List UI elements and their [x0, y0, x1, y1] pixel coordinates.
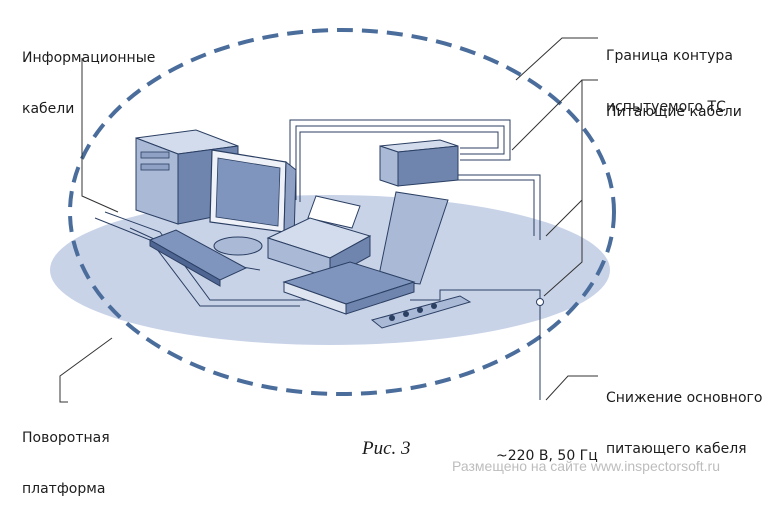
- label-voltage: ~220 В, 50 Гц: [496, 414, 598, 482]
- scanner-icon: [282, 191, 449, 315]
- label-line: Питающие кабели: [606, 104, 742, 120]
- label-line: питающего кабеля: [606, 441, 747, 457]
- label-turntable: Поворотная платформа: [22, 396, 110, 515]
- label-line: Поворотная: [22, 430, 110, 446]
- label-line: платформа: [22, 481, 106, 497]
- figure-caption: Рис. 3: [362, 438, 411, 459]
- peripheral-box-icon: [379, 139, 459, 187]
- label-info-cables: Информационные кабели: [22, 16, 155, 135]
- label-line: ~220 В, 50 Гц: [496, 448, 598, 464]
- label-line: Информационные: [22, 50, 156, 66]
- power-strip-icon: [370, 295, 472, 329]
- label-line: кабели: [22, 101, 75, 117]
- test-setup-diagram: [50, 28, 616, 403]
- label-power-cables: Питающие кабели: [606, 70, 742, 138]
- label-boundary: Граница контура испытуемого ТС: [606, 14, 733, 133]
- test-boundary-dashed-ellipse: [68, 28, 616, 396]
- label-line: Граница контура: [606, 48, 733, 64]
- monitor-icon: [209, 149, 297, 256]
- leader-lines: [59, 37, 598, 403]
- keyboard-icon: [148, 229, 248, 287]
- label-line: Снижение основного: [606, 390, 763, 406]
- watermark: Размещено на сайте www.inspectorsoft.ru: [452, 458, 720, 474]
- connection-node: [536, 298, 544, 306]
- label-main-cable-drop: Снижение основного питающего кабеля: [606, 356, 762, 475]
- label-line: испытуемого ТС: [606, 99, 726, 115]
